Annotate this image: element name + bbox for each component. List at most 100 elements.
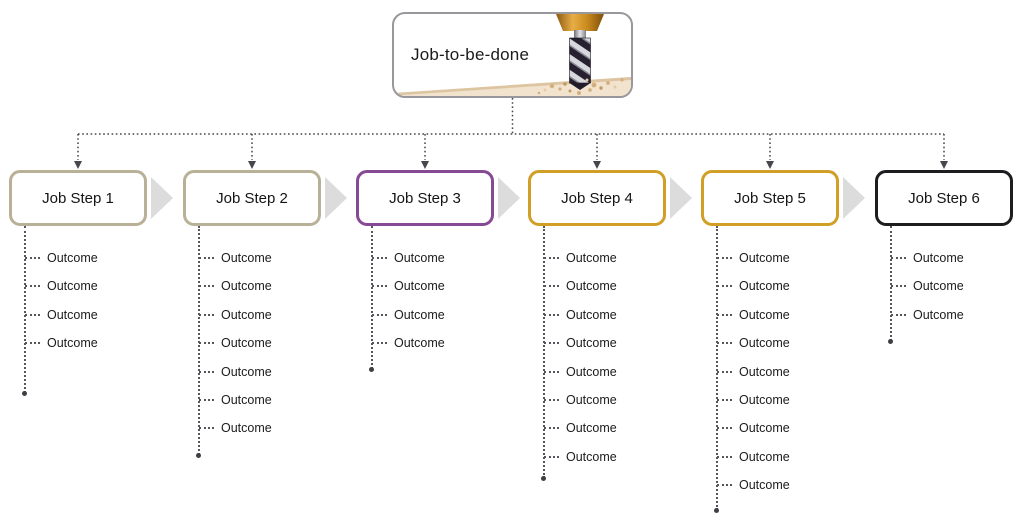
outcome-item: Outcome	[717, 443, 839, 471]
outcome-label: Outcome	[47, 279, 98, 294]
outcome-tick-line	[544, 285, 559, 288]
outcome-item: Outcome	[544, 443, 666, 471]
outcome-item: Outcome	[717, 386, 839, 414]
outcome-tick-line	[891, 285, 906, 288]
outcome-label: Outcome	[394, 307, 445, 322]
drill-chuck	[556, 14, 604, 31]
outcome-item: Outcome	[544, 386, 666, 414]
outcome-spine-line	[890, 226, 892, 341]
step-chevron-icon	[151, 177, 173, 219]
outcome-label: Outcome	[221, 307, 272, 322]
outcome-tick-line	[199, 398, 214, 401]
job-step-4-box: Job Step 4	[528, 170, 666, 226]
outcome-item: Outcome	[199, 272, 321, 300]
spine-end-dot	[541, 476, 546, 481]
outcome-label: Outcome	[739, 449, 790, 464]
outcome-spine-line	[543, 226, 545, 478]
outcome-tick-line	[199, 256, 214, 259]
arrow-down-icon	[421, 161, 429, 169]
outcome-item: Outcome	[891, 301, 1013, 329]
job-to-be-done-label: Job-to-be-done	[411, 45, 530, 64]
outcome-item: Outcome	[544, 414, 666, 442]
drill-photo	[394, 14, 631, 96]
outcome-tick-line	[717, 256, 732, 259]
drill-shaft	[574, 30, 586, 40]
outcome-item: Outcome	[891, 272, 1013, 300]
outcome-tick-line	[199, 342, 214, 345]
outcome-label: Outcome	[394, 279, 445, 294]
step-chevron-icon	[498, 177, 520, 219]
drill-bit-tip	[569, 83, 591, 90]
outcome-item: Outcome	[199, 244, 321, 272]
outcome-label: Outcome	[221, 421, 272, 436]
outcome-tick-line	[544, 398, 559, 401]
outcome-tick-line	[891, 256, 906, 259]
outcome-label: Outcome	[739, 307, 790, 322]
outcome-tick-line	[25, 313, 40, 316]
outcome-tick-line	[717, 342, 732, 345]
outcome-tick-line	[372, 285, 387, 288]
outcome-tick-line	[199, 313, 214, 316]
job-step-label: Job Step 6	[908, 189, 980, 207]
outcome-tick-line	[199, 427, 214, 430]
job-step-1-box: Job Step 1	[9, 170, 147, 226]
outcome-item: Outcome	[372, 329, 494, 357]
outcome-label: Outcome	[739, 392, 790, 407]
spine-end-dot	[888, 339, 893, 344]
outcome-item: Outcome	[25, 301, 147, 329]
outcome-label: Outcome	[221, 392, 272, 407]
wood-shavings	[537, 78, 624, 95]
drill-bit	[569, 37, 591, 84]
outcome-label: Outcome	[566, 336, 617, 351]
outcome-spine-line	[24, 226, 26, 393]
outcome-tick-line	[544, 342, 559, 345]
outcome-item: Outcome	[717, 272, 839, 300]
outcome-tick-line	[372, 313, 387, 316]
outcome-tick-line	[717, 398, 732, 401]
outcome-label: Outcome	[566, 307, 617, 322]
outcome-tick-line	[544, 370, 559, 373]
outcome-item: Outcome	[717, 357, 839, 385]
outcome-tick-line	[372, 342, 387, 345]
outcome-tick-line	[717, 313, 732, 316]
outcome-tick-line	[544, 256, 559, 259]
outcome-tick-line	[717, 455, 732, 458]
outcome-label: Outcome	[913, 307, 964, 322]
step-chevron-icon	[670, 177, 692, 219]
spine-end-dot	[369, 367, 374, 372]
outcome-label: Outcome	[221, 279, 272, 294]
outcome-label: Outcome	[394, 336, 445, 351]
job-step-label: Job Step 2	[216, 189, 288, 207]
job-step-2-box: Job Step 2	[183, 170, 321, 226]
outcome-tick-line	[891, 313, 906, 316]
outcome-label: Outcome	[739, 279, 790, 294]
outcome-item: Outcome	[372, 244, 494, 272]
outcome-spine-line	[198, 226, 200, 455]
outcome-label: Outcome	[739, 336, 790, 351]
outcome-item: Outcome	[717, 471, 839, 499]
outcome-item: Outcome	[717, 329, 839, 357]
outcome-tick-line	[544, 455, 559, 458]
outcome-item: Outcome	[544, 301, 666, 329]
outcome-label: Outcome	[739, 250, 790, 265]
outcome-tick-line	[372, 256, 387, 259]
outcome-label: Outcome	[566, 279, 617, 294]
outcome-label: Outcome	[566, 449, 617, 464]
outcome-tick-line	[544, 313, 559, 316]
outcome-label: Outcome	[47, 307, 98, 322]
outcome-tick-line	[25, 256, 40, 259]
outcome-tick-line	[717, 484, 732, 487]
job-to-be-done-node: Job-to-be-done	[392, 12, 633, 98]
step-chevron-icon	[843, 177, 865, 219]
arrow-down-icon	[593, 161, 601, 169]
outcome-item: Outcome	[891, 244, 1013, 272]
